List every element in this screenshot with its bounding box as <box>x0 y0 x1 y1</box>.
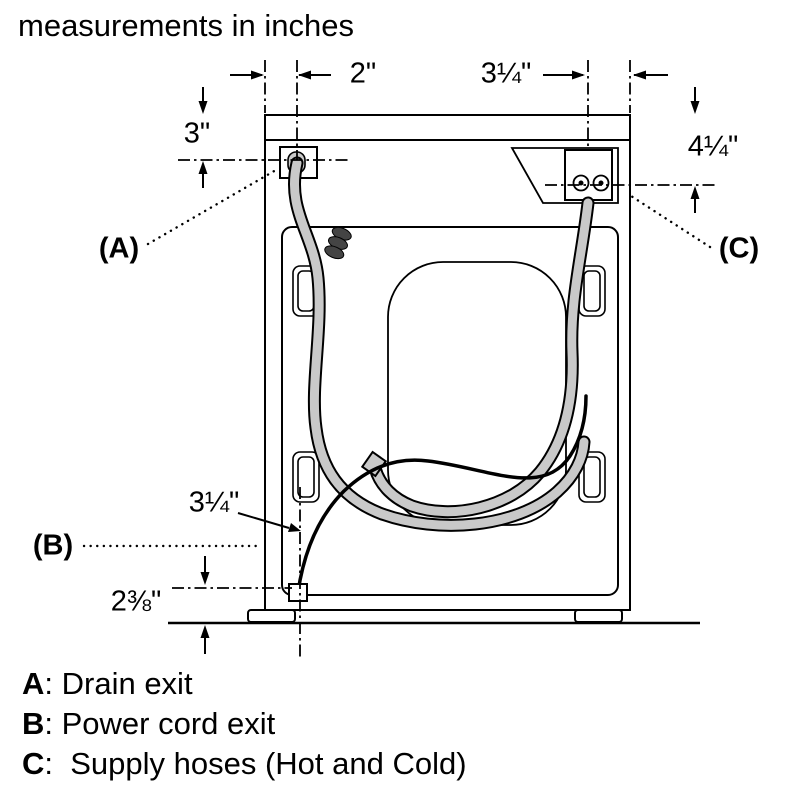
dim-supply-offset-x: 3¼" <box>480 57 532 90</box>
dim-drain-offset-x: 2" <box>349 57 377 90</box>
arrow-up-icon <box>198 161 208 174</box>
arrow-down-icon <box>200 572 210 585</box>
dim-cord-offset-x: 3¼" <box>188 486 240 519</box>
power-cord-exit-bracket <box>288 583 308 602</box>
dim-supply-offset-y: 4¼" <box>687 130 739 163</box>
hot-valve-center <box>578 180 584 186</box>
arrow-left-icon <box>633 70 646 80</box>
legend-separator: : <box>44 666 62 701</box>
arrow-left-icon <box>298 70 311 80</box>
hoses <box>287 156 595 602</box>
hose-clamp <box>324 226 352 260</box>
legend-desc: Power cord exit <box>61 706 276 741</box>
legend-separator: : <box>44 746 62 781</box>
washer-outline <box>264 114 631 611</box>
callout-b: (B) <box>32 529 74 562</box>
dim-drain-offset-y: 3" <box>183 117 211 150</box>
supply-hose <box>370 198 593 517</box>
base <box>168 609 700 625</box>
leader-c <box>626 192 712 249</box>
drain-hose <box>289 158 589 530</box>
arrow-down-icon <box>198 101 208 114</box>
callout-c: (C) <box>718 232 760 265</box>
legend-key: A <box>22 666 45 701</box>
dim-cord-height: 2⅜" <box>110 585 162 618</box>
legend-key: C <box>22 746 45 781</box>
legend-item-supply-hoses: C: Supply hoses (Hot and Cold) <box>22 744 467 784</box>
legend-key: B <box>22 706 45 741</box>
cord-offset-leader <box>237 512 290 529</box>
supply-valve-assembly <box>510 147 619 204</box>
arrow-tip-icon <box>288 523 301 532</box>
arrow-up-icon <box>200 625 210 638</box>
legend: A: Drain exit B: Power cord exit C: Supp… <box>22 664 467 784</box>
clip-top-right <box>578 265 606 317</box>
left-foot <box>247 609 296 623</box>
legend-item-drain-exit: A: Drain exit <box>22 664 467 704</box>
legend-item-power-cord-exit: B: Power cord exit <box>22 704 467 744</box>
arrow-right-icon <box>251 70 264 80</box>
valve-box <box>564 149 613 201</box>
legend-desc: Drain exit <box>61 666 193 701</box>
power-cord <box>296 394 588 594</box>
rear-inner-panel <box>281 226 619 596</box>
legend-separator: : <box>44 706 62 741</box>
clip-bottom-left <box>292 451 320 503</box>
page-title: measurements in inches <box>18 8 354 43</box>
dimension-lines <box>202 74 696 654</box>
centerlines <box>172 60 718 658</box>
legend-desc: Supply hoses (Hot and Cold) <box>61 746 467 781</box>
arrow-up-icon <box>690 186 700 199</box>
supply-hose-outline <box>368 196 595 519</box>
clip-bottom-right <box>578 451 606 503</box>
leader-a <box>146 168 278 246</box>
panel-clips <box>292 265 606 503</box>
drum-access-panel <box>387 261 567 526</box>
right-foot <box>574 609 623 623</box>
arrow-right-icon <box>572 70 585 80</box>
dimension-arrowheads <box>198 70 700 638</box>
arrow-down-icon <box>690 101 700 114</box>
callout-a: (A) <box>98 232 140 265</box>
